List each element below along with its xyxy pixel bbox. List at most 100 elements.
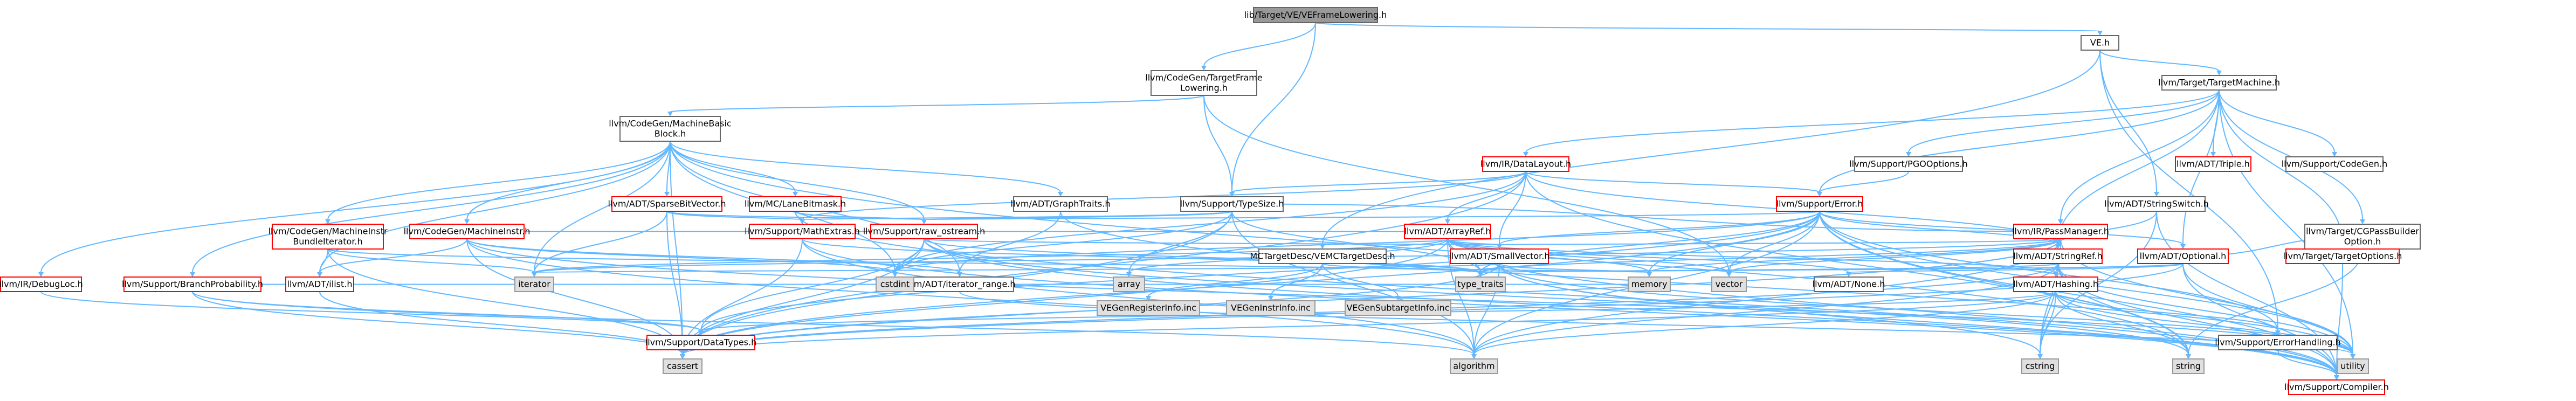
node-mcdesc[interactable]: MCTargetDesc/VEMCTargetDesc.h: [1250, 248, 1395, 264]
node-label: lib/Target/VE/VEFrameLowering.h: [1244, 10, 1387, 20]
node-mathextras[interactable]: llvm/Support/MathExtras.h: [745, 224, 860, 239]
node-label: iterator: [518, 279, 550, 289]
node-sparsebv[interactable]: llvm/ADT/SparseBitVector.h: [608, 196, 726, 212]
arrowhead: [1906, 152, 1911, 157]
node-box: [1253, 7, 1378, 23]
node-iteratorrange[interactable]: llvm/ADT/iterator_range.h: [904, 276, 1016, 292]
node-label: llvm/CodeGen/MachineBasic: [609, 119, 731, 129]
node-box: [1482, 156, 1569, 172]
node-mibundle[interactable]: llvm/CodeGen/MachineInstrBundleIterator.…: [268, 224, 388, 250]
node-box: [1151, 70, 1257, 96]
arrowhead: [1726, 272, 1732, 277]
node-minstr[interactable]: llvm/CodeGen/MachineInstr.h: [404, 224, 531, 239]
node-ilist[interactable]: llvm/ADT/ilist.h: [285, 276, 354, 292]
node-box: [619, 116, 721, 142]
node-box: [1180, 196, 1284, 212]
node-label: llvm/IR/PassManager.h: [2012, 226, 2109, 237]
edge-optional-to-utility: [2182, 263, 2353, 355]
edge-passmanager-to-smallvector: [1499, 238, 2061, 245]
node-label: BundleIterator.h: [293, 237, 362, 247]
node-hashing[interactable]: llvm/ADT/Hashing.h: [2013, 276, 2098, 292]
arrowhead: [1201, 66, 1207, 71]
edge-smallvector-to-iterator: [534, 263, 1500, 273]
node-triple[interactable]: llvm/ADT/Triple.h: [2175, 156, 2251, 172]
node-label: llvm/Target/TargetMachine.h: [2158, 78, 2280, 88]
node-box: [2218, 335, 2338, 350]
node-box: [272, 224, 384, 250]
node-box: [2337, 358, 2369, 374]
edge-passmanager-to-typesize: [1231, 203, 2061, 232]
edge-tm-to-cgpb: [2219, 89, 2363, 220]
node-label: string: [2176, 361, 2201, 371]
node-box: [1450, 248, 1549, 264]
node-box: [611, 196, 722, 212]
node-veh[interactable]: VE.h: [2081, 35, 2119, 51]
edge-hashing-to-cstring: [2040, 291, 2056, 355]
node-supcodegen[interactable]: llvm/Support/CodeGen.h: [2282, 156, 2388, 172]
node-compiler[interactable]: llvm/Support/Compiler.h: [2284, 379, 2389, 395]
node-optional[interactable]: llvm/ADT/Optional.h: [2137, 248, 2229, 264]
arrowhead: [38, 272, 44, 277]
edge-rawostream-to-typetraits: [924, 238, 1481, 273]
node-bp[interactable]: llvm/Support/BranchProbability.h: [122, 276, 263, 292]
edge-debugloc-to-datatypes: [40, 291, 701, 331]
node-tm[interactable]: llvm/Target/TargetMachine.h: [2158, 75, 2280, 91]
edge-tm-to-supcodegen: [2219, 89, 2335, 153]
node-datatypes[interactable]: llvm/Support/DataTypes.h: [645, 335, 757, 350]
edge-mcdesc-to-vesub: [1322, 263, 1399, 297]
node-label: array: [1118, 279, 1140, 289]
arrowhead: [667, 112, 673, 116]
edge-veh-to-tm: [2099, 50, 2220, 72]
node-label: llvm/ADT/StringSwitch.h: [2104, 199, 2209, 209]
node-box: [1404, 224, 1491, 239]
node-smallvector[interactable]: llvm/ADT/SmallVector.h: [1449, 248, 1550, 264]
node-stringswitch[interactable]: llvm/ADT/StringSwitch.h: [2104, 196, 2209, 212]
edge-datalayout-to-error: [1525, 171, 1820, 193]
arrowhead: [2055, 244, 2061, 249]
node-label: cstdint: [880, 279, 910, 289]
edge-optional-to-typetraits: [1480, 263, 2184, 273]
node-box: [1814, 276, 1884, 292]
node-typesize[interactable]: llvm/Support/TypeSize.h: [1180, 196, 1284, 212]
node-lanebm[interactable]: llvm/MC/LaneBitmask.h: [745, 196, 846, 212]
edge-error-to-optional: [1819, 211, 2184, 245]
node-errorhandling[interactable]: llvm/Support/ErrorHandling.h: [2215, 335, 2341, 350]
node-error[interactable]: llvm/Support/Error.h: [1776, 196, 1863, 212]
node-rawostream[interactable]: llvm/Support/raw_ostream.h: [863, 224, 986, 239]
node-label: llvm/ADT/SparseBitVector.h: [608, 199, 726, 209]
node-label: llvm/ADT/ilist.h: [287, 279, 353, 289]
node-root[interactable]: lib/Target/VE/VEFrameLowering.h: [1244, 7, 1387, 23]
node-label: llvm/Support/BranchProbability.h: [122, 279, 263, 289]
node-none[interactable]: llvm/ADT/None.h: [1813, 276, 1885, 292]
node-label: llvm/IR/DataLayout.h: [1480, 159, 1571, 169]
edge-bp-to-algorithm: [192, 291, 1475, 355]
node-label: memory: [1631, 279, 1668, 289]
node-stringref[interactable]: llvm/ADT/StringRef.h: [2013, 248, 2103, 264]
edge-arrayref-to-iterator: [534, 238, 1448, 273]
node-datalayout[interactable]: llvm/IR/DataLayout.h: [1480, 156, 1571, 172]
node-box: [1113, 276, 1145, 292]
node-passmanager[interactable]: llvm/IR/PassManager.h: [2012, 224, 2109, 239]
arrowhead: [532, 272, 537, 277]
node-label: llvm/Support/TypeSize.h: [1180, 199, 1284, 209]
edge-optional-to-none: [1848, 263, 2184, 273]
edge-minstr-to-utility: [466, 238, 2353, 355]
node-box: [1854, 156, 1963, 172]
nodes-layer: lib/Target/VE/VEFrameLowering.h llvm/Code…: [0, 7, 2421, 395]
node-label: llvm/ADT/StringRef.h: [2013, 251, 2102, 261]
node-label: llvm/ADT/None.h: [1813, 279, 1885, 289]
node-box: [1013, 196, 1108, 212]
node-targetoptions[interactable]: llvm/Target/TargetOptions.h: [2283, 248, 2402, 264]
node-graphtraits[interactable]: llvm/ADT/GraphTraits.h: [1011, 196, 1111, 212]
node-pgo[interactable]: llvm/Support/PGOOptions.h: [1849, 156, 1968, 172]
node-debugloc[interactable]: llvm/IR/DebugLoc.h: [0, 276, 83, 292]
edge-tm-to-passmanager: [2060, 89, 2220, 220]
node-arrayref[interactable]: llvm/ADT/ArrayRef.h: [1404, 224, 1491, 239]
edge-arrayref-to-cassert: [682, 238, 1448, 355]
node-label: llvm/Target/TargetOptions.h: [2283, 251, 2402, 261]
node-memory: memory: [1628, 276, 1671, 292]
node-label: llvm/ADT/Triple.h: [2176, 159, 2250, 169]
